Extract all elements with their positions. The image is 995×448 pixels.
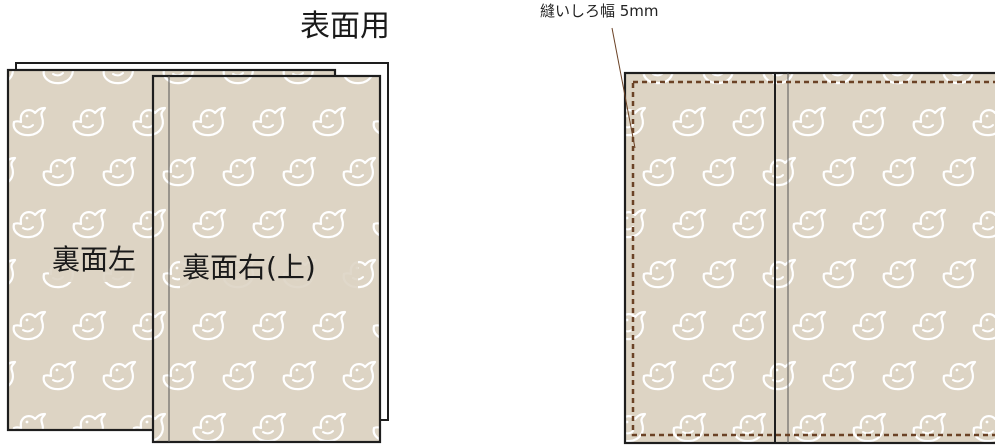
- back-right-label-bg: [180, 252, 358, 290]
- back-right-top-label: 裏面右(上): [182, 251, 316, 284]
- back-left-label-bg: [49, 246, 147, 282]
- seam-allowance-line: [631, 80, 995, 437]
- seam-allowance-label: 縫いしろ幅 5mm: [540, 2, 659, 20]
- back-left-label: 裏面左: [52, 243, 137, 276]
- front-use-label: 表面用: [300, 9, 390, 44]
- assembled-panel: [623, 71, 995, 445]
- seam-leader-line: [611, 27, 636, 149]
